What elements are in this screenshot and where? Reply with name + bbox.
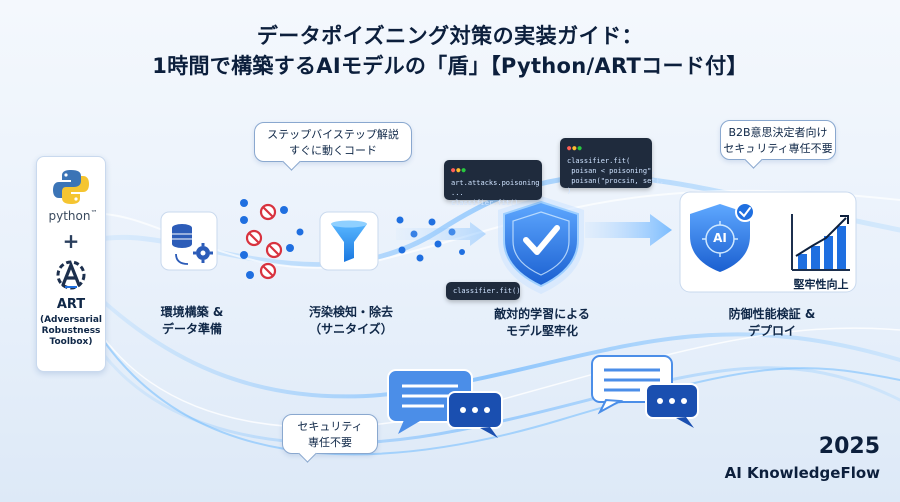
step-label-line: 環境構築 &: [160, 305, 224, 319]
callout-b2b: B2B意思決定者向け セキュリティ専任不要: [720, 120, 836, 169]
code-line: art.attacks.poisoning: [451, 179, 540, 187]
step-label-line: 防御性能検証 &: [728, 307, 816, 321]
step-label-env: 環境構築 & データ準備: [144, 304, 240, 338]
code-snippet-poisoning: ●●● art.attacks.poisoning ... classifier…: [444, 160, 542, 207]
funnel-icon: [319, 211, 379, 271]
step-label-line: モデル堅牢化: [505, 324, 578, 338]
step-label-line: 汚染検知・除去: [308, 305, 393, 319]
python-label: python™: [45, 209, 101, 223]
art-desc-line: (Adversarial: [39, 315, 103, 325]
tools-panel: python™ + ART (Adversarial Robustness To…: [36, 156, 106, 372]
step-label-sanitize: 汚染検知・除去 （サニタイズ）: [296, 304, 406, 338]
step-label-line: データ準備: [161, 322, 222, 336]
callout-text: B2B意思決定者向け: [728, 126, 828, 139]
code-line: ...: [451, 189, 464, 197]
code-line: classifier.fit(: [567, 157, 631, 165]
ai-badge-text: AI: [713, 231, 727, 245]
code-line: classifier.fit(): [451, 199, 519, 207]
callout-text: セキュリティ専任不要: [723, 142, 833, 155]
code-line: ): [567, 187, 572, 195]
code-snippet-fit: ●●● classifier.fit( poisan < poisoning",…: [560, 138, 664, 195]
page-title-line1: データポイズニング対策の実装ガイド：: [256, 24, 644, 48]
year-label: 2025: [818, 434, 880, 459]
code-line: classifier.fit(): [453, 287, 521, 295]
shield-icon: [498, 196, 584, 294]
env-setup-icon: [160, 211, 218, 271]
window-dots-icon: ●●●: [567, 144, 583, 152]
art-description: (Adversarial Robustness Toolbox): [37, 315, 105, 348]
poison-particles: [240, 199, 304, 280]
art-desc-line: Robustness: [41, 326, 101, 336]
brand-label: AI KnowledgeFlow: [724, 464, 880, 482]
bar-chart-icon: [791, 214, 850, 271]
callout-text: すぐに動くコード: [289, 144, 377, 157]
step-label-line: （サニタイズ）: [309, 322, 393, 336]
robustness-label: 堅牢性向上: [793, 278, 849, 291]
callout-text: セキュリティ: [297, 420, 363, 433]
python-logo-icon: [53, 170, 89, 204]
callout-step-by-step: ステップバイステップ解説 すぐに動くコード: [254, 122, 412, 171]
step-label-deploy: 防御性能検証 & デプロイ: [712, 306, 832, 340]
python-text: python: [48, 209, 91, 223]
art-logo-icon: [56, 260, 86, 290]
callout-security: セキュリティ 専任不要: [282, 414, 378, 463]
code-line: poisan < poisoning",: [567, 167, 656, 175]
step-label-line: デプロイ: [747, 324, 796, 338]
art-desc-line: Toolbox): [49, 337, 93, 347]
art-label: ART: [56, 297, 86, 312]
chat-icons: [387, 355, 699, 438]
code-snippet-classifier: classifier.fit(): [446, 282, 520, 300]
step-label-line: 敵対的学習による: [494, 307, 590, 321]
callout-text: ステップバイステップ解説: [267, 128, 399, 141]
window-dots-icon: ●●●: [451, 166, 467, 174]
callout-text: 専任不要: [308, 436, 352, 449]
code-line: poisan("procsin, set),: [567, 177, 664, 185]
python-tm: ™: [90, 209, 98, 217]
step-label-adversarial: 敵対的学習による モデル堅牢化: [480, 306, 604, 340]
plus-sign: +: [62, 229, 80, 253]
page-title-line2: 1時間で構築するAIモデルの「盾」【Python/ARTコード付】: [152, 54, 748, 78]
